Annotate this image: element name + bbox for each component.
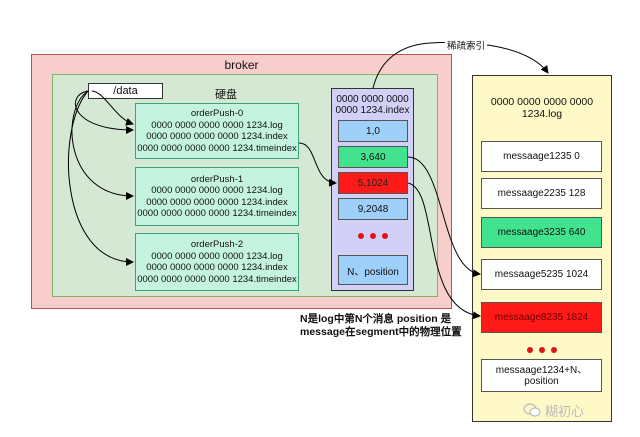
partition-1: orderPush-1 0000 0000 0000 0000 1234.log… [135, 167, 299, 226]
partition-file: 0000 0000 0000 0000 1234.timeindex [137, 142, 297, 154]
index-entry: 5,1024 [338, 172, 408, 194]
partition-2: orderPush-2 0000 0000 0000 0000 1234.log… [135, 233, 299, 291]
index-entry: 1,0 [338, 120, 408, 142]
data-to-partition0-arrow [74, 90, 134, 134]
wechat-icon [523, 403, 541, 417]
ellipsis-dots-icon [338, 229, 408, 243]
partition-file: 0000 0000 0000 0000 1234.log [151, 250, 283, 262]
partition-name: orderPush-2 [190, 239, 244, 250]
log-message: messaage5235 1024 [481, 259, 602, 290]
log-message-last: messaage1234+N、position [481, 359, 602, 392]
partition-file: 0000 0000 0000 0000 1234.timeindex [137, 208, 297, 219]
log-message: messaage1235 0 [481, 141, 602, 172]
partition-name: orderPush-0 [190, 108, 244, 119]
partition-file: 0000 0000 0000 0000 1234.log [151, 185, 283, 196]
index-entry-last: N、position [338, 255, 408, 285]
index-entry: 3,640 [338, 146, 408, 168]
watermark: 糊初心 [523, 397, 623, 423]
sparse-index-arrow [372, 41, 549, 89]
index-entry: 9,2048 [338, 198, 408, 220]
partition-file: 0000 0000 0000 0000 1234.index [146, 196, 288, 208]
log-message: messaage8235 1824 [481, 302, 602, 333]
partition-0: orderPush-0 0000 0000 0000 0000 1234.log… [135, 103, 299, 159]
sparse-index-label: 稀疏索引 [445, 38, 488, 52]
watermark-text: 糊初心 [545, 403, 585, 419]
partition-file: 0000 0000 0000 0000 1234.timeindex [137, 273, 297, 285]
data-to-partition1-arrow [71, 90, 134, 200]
ellipsis-dots-icon [481, 343, 602, 357]
data-side-arrow [91, 90, 134, 126]
log-message: messaage2235 128 [481, 178, 602, 209]
index-to-message-1024-arrow [407, 182, 481, 320]
broker-title: broker [224, 58, 259, 72]
index-to-message-640-arrow [407, 156, 481, 278]
data-directory: /data [88, 83, 163, 99]
log-to-index-arrow [298, 142, 337, 187]
index-file-title: 0000 0000 0000 0000 1234.index [335, 94, 410, 116]
data-to-partition2-arrow [68, 90, 134, 266]
partition-file: 0000 0000 0000 0000 1234.log [151, 119, 283, 131]
partition-name: orderPush-1 [190, 173, 244, 185]
log-message: messaage3235 640 [481, 217, 602, 248]
partition-file: 0000 0000 0000 0000 1234.index [146, 262, 288, 273]
disk-title: 硬盘 [215, 89, 237, 101]
partition-file: 0000 0000 0000 0000 1234.index [146, 131, 288, 142]
diagram-caption: N是log中第N个消息 position 是 message在segment中的… [300, 313, 462, 338]
log-file-title: 0000 0000 0000 0000 1234.log [490, 96, 594, 120]
